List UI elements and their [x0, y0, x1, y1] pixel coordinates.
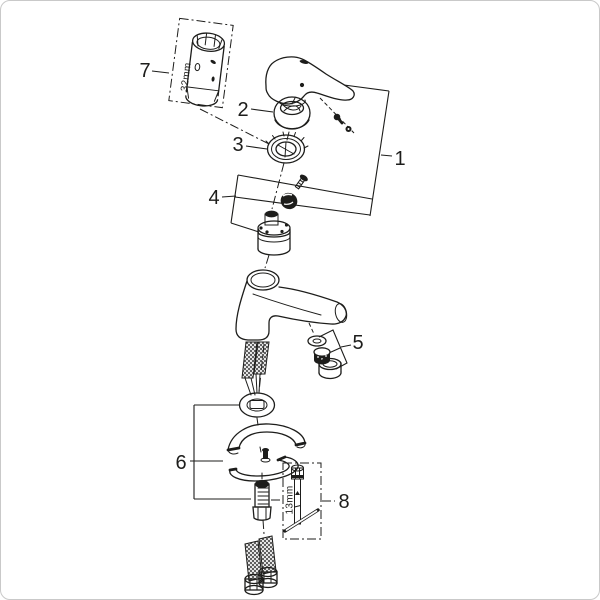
dim-13mm: 13mm: [285, 486, 296, 515]
part7-socket-tool: [185, 32, 226, 107]
part8-socket-tool: [283, 464, 320, 533]
label-4: 4: [208, 187, 219, 209]
handle: [265, 56, 355, 107]
label-7: 7: [139, 60, 150, 82]
faucet-body: [235, 269, 348, 341]
part6-stud: [252, 480, 272, 521]
label-8: 8: [338, 491, 349, 513]
tool8-size-text: 13mm: [285, 486, 296, 515]
dim-32mm: 32mm: [179, 62, 193, 92]
supply-hoses-lower: [244, 535, 278, 596]
part6-mounting-plate: [228, 448, 299, 482]
handle-screw: [319, 97, 355, 134]
cartridge: [257, 210, 291, 256]
part3-ring: [265, 131, 309, 164]
part2-dome-cap: [273, 96, 311, 130]
group4-bracket: [221, 174, 260, 233]
leader-3: [245, 145, 268, 150]
supply-hoses-upper: [241, 341, 270, 396]
label-1: 1: [394, 148, 405, 170]
part5-aerator: [307, 322, 352, 380]
part6-escutcheon: [238, 392, 276, 418]
part6-gasket: [226, 423, 307, 455]
group1-bracket: [234, 84, 393, 217]
tool7-size-text: 32mm: [179, 62, 193, 92]
label-6: 6: [175, 452, 186, 474]
label-2: 2: [237, 99, 248, 121]
part6-bracket: [190, 404, 251, 500]
cartridge-adapter: [280, 192, 298, 210]
label-3: 3: [232, 134, 243, 156]
cartridge-screw: [294, 174, 308, 190]
leader-2: [250, 108, 274, 113]
part7-box: [151, 17, 270, 145]
label-5: 5: [352, 332, 363, 354]
part8-box: [271, 462, 335, 540]
